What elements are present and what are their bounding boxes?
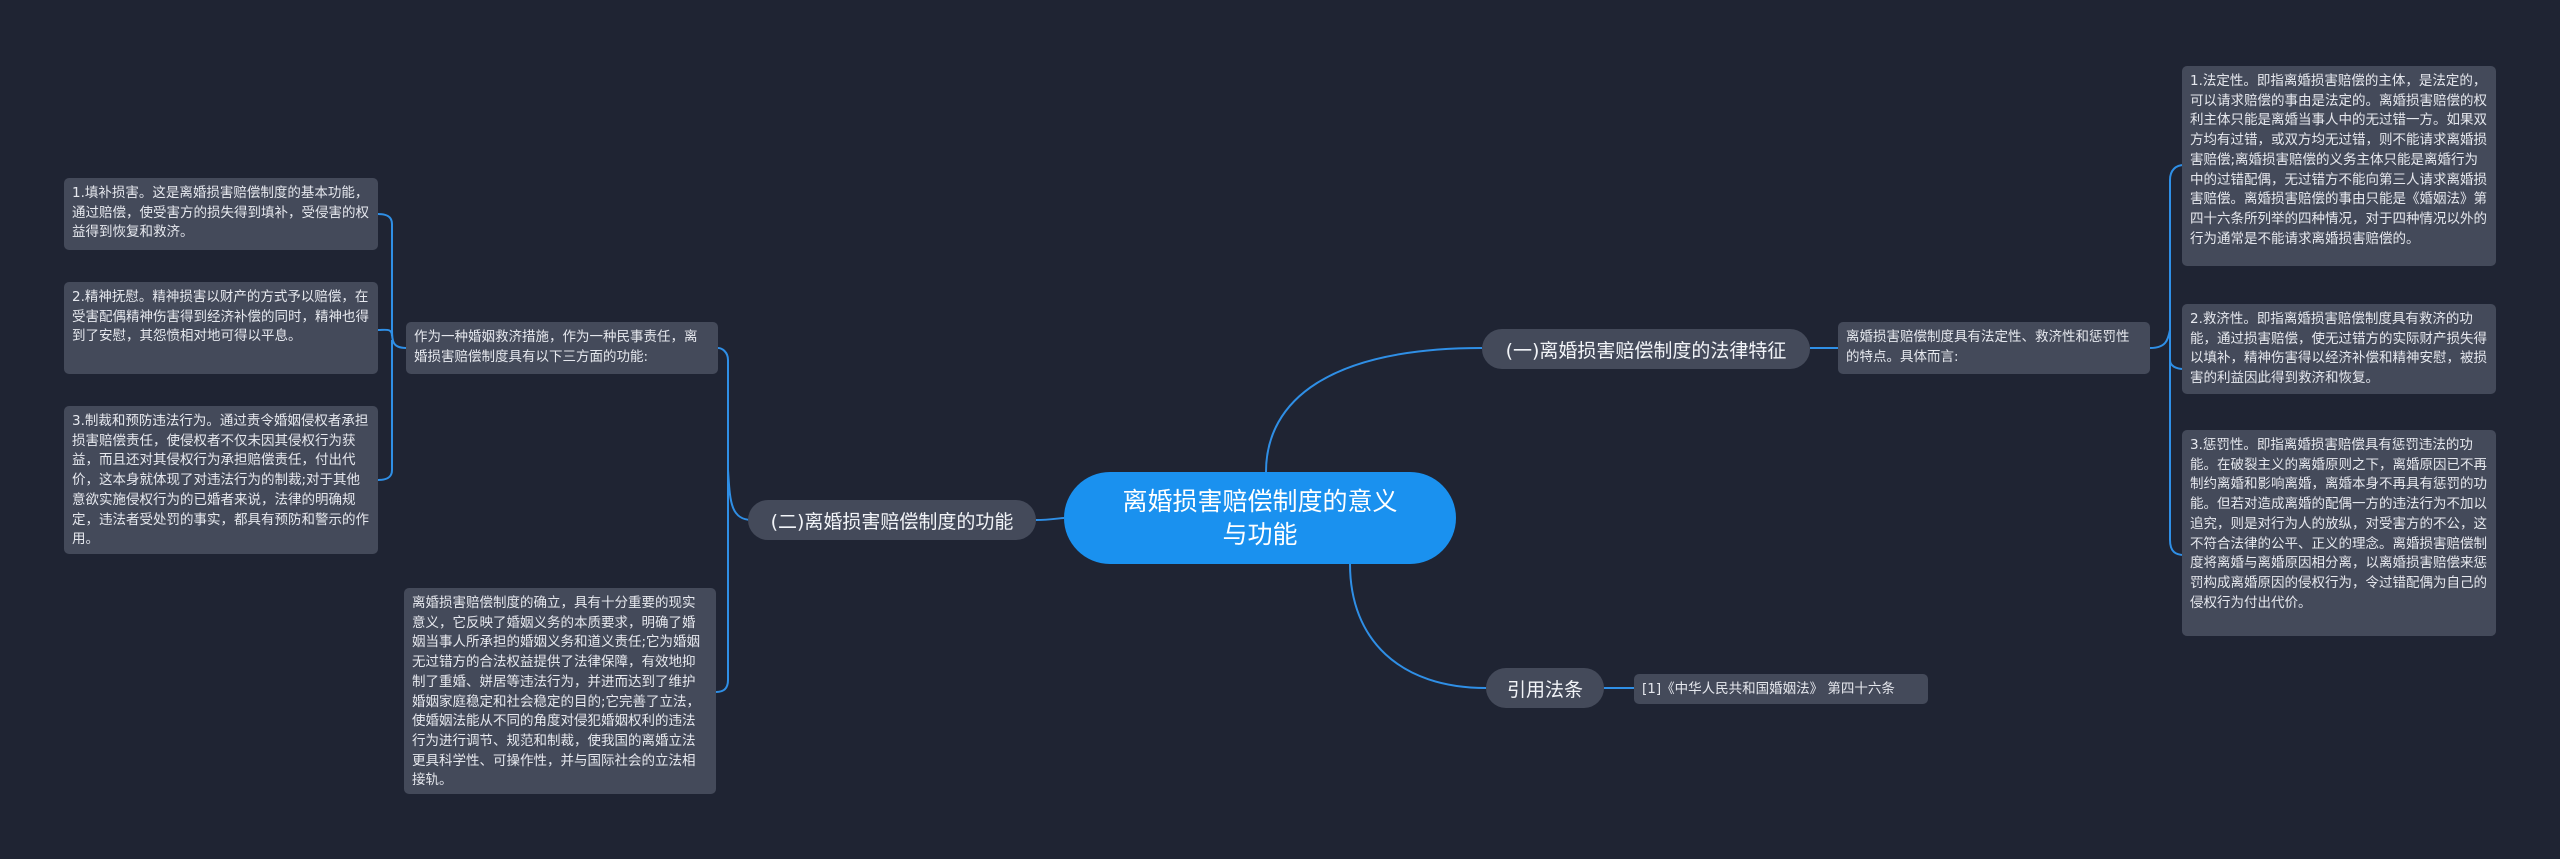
function-item[interactable]: 1.填补损害。这是离婚损害赔偿制度的基本功能，通过赔偿，使受害方的损失得到填补，… [64,178,378,250]
branch-legal-features[interactable]: (一)离婚损害赔偿制度的法律特征 [1482,329,1810,369]
legal-feature-item[interactable]: 1.法定性。即指离婚损害赔偿的主体，是法定的，可以请求赔偿的事由是法定的。离婚损… [2182,66,2496,266]
legal-feature-item[interactable]: 2.救济性。即指离婚损害赔偿制度具有救济的功能，通过损害赔偿，使无过错方的实际财… [2182,304,2496,394]
connector-functions-significance [715,470,729,693]
root-title-line1: 离婚损害赔偿制度的意义 [1122,487,1398,516]
connector-functions-intro [717,347,753,521]
branch-citation[interactable]: 引用法条 [1486,668,1604,708]
root-topic[interactable]: 离婚损害赔偿制度的意义 与功能 [1064,472,1456,564]
function-item[interactable]: 2.精神抚慰。精神损害以财产的方式予以赔偿，在受害配偶精神伤害得到经济补偿的同时… [64,282,378,374]
function-item[interactable]: 3.制裁和预防违法行为。通过责令婚姻侵权者承担损害赔偿责任，使侵权者不仅未因其侵… [64,406,378,554]
branch-functions[interactable]: (二)离婚损害赔偿制度的功能 [748,500,1036,540]
connector-legal-features-items [2149,164,2185,556]
functions-significance[interactable]: 离婚损害赔偿制度的确立，具有十分重要的现实意义，它反映了婚姻义务的本质要求，明确… [404,588,716,794]
connector-root-functions [1035,517,1065,521]
connector-root-legal-features [1265,347,1483,473]
citation-text[interactable]: [1]《中华人民共和国婚姻法》 第四十六条 [1634,674,1928,704]
legal-features-intro[interactable]: 离婚损害赔偿制度具有法定性、救济性和惩罚性的特点。具体而言: [1838,322,2150,374]
legal-feature-item[interactable]: 3.惩罚性。即指离婚损害赔偿具有惩罚违法的功能。在破裂主义的离婚原则之下，离婚原… [2182,430,2496,636]
connector-functions-items [377,213,407,481]
connector-root-citation [1349,563,1487,689]
functions-intro[interactable]: 作为一种婚姻救济措施，作为一种民事责任，离婚损害赔偿制度具有以下三方面的功能: [406,322,718,374]
root-title-line2: 与功能 [1222,520,1298,549]
